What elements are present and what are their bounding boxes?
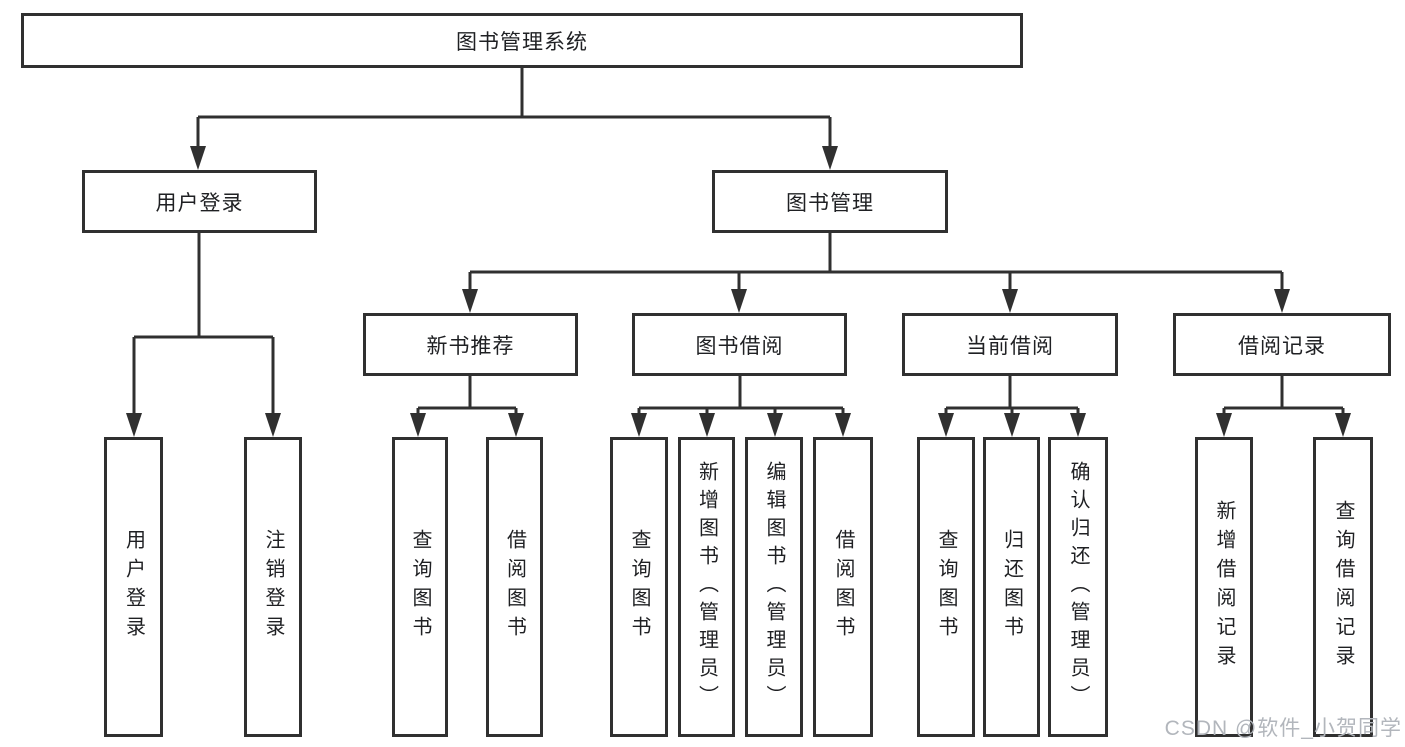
arrowhead-icon	[126, 413, 142, 437]
node-current-borrowing-label: 当前借阅	[966, 334, 1054, 358]
node-book-management: 图书管理	[712, 170, 948, 233]
leaf-logout: 注销登录	[244, 437, 302, 737]
leaf-borrow-books-2: 借阅图书	[813, 437, 873, 737]
arrowhead-icon	[835, 413, 851, 437]
arrowhead-icon	[699, 413, 715, 437]
leaf-confirm-return-admin-label: 确认归还（管理员）	[1067, 461, 1089, 713]
node-book-borrowing-label: 图书借阅	[695, 334, 784, 358]
leaf-query-books-1-label: 查询图书	[409, 529, 431, 645]
arrowhead-icon	[1216, 413, 1232, 437]
arrowhead-icon	[1004, 413, 1020, 437]
arrowhead-icon	[938, 413, 954, 437]
node-library-system-label: 图书管理系统	[456, 30, 588, 54]
arrowhead-icon	[822, 146, 838, 170]
leaf-edit-books-admin: 编辑图书（管理员）	[745, 437, 803, 737]
leaf-query-books-3: 查询图书	[917, 437, 975, 737]
leaf-user-login: 用户登录	[104, 437, 163, 737]
leaf-query-borrow-record: 查询借阅记录	[1313, 437, 1373, 737]
leaf-query-books-2-label: 查询图书	[628, 529, 650, 645]
leaf-add-books-admin-label: 新增图书（管理员）	[695, 461, 718, 713]
node-book-management-label: 图书管理	[786, 191, 874, 215]
leaf-query-borrow-record-label: 查询借阅记录	[1332, 500, 1354, 674]
leaf-query-books-2: 查询图书	[610, 437, 668, 737]
leaf-query-books-1: 查询图书	[392, 437, 448, 737]
node-borrowing-records-label: 借阅记录	[1238, 334, 1326, 358]
arrowhead-icon	[508, 413, 524, 437]
leaf-confirm-return-admin: 确认归还（管理员）	[1048, 437, 1108, 737]
arrowhead-icon	[631, 413, 647, 437]
arrowhead-icon	[1274, 289, 1290, 313]
leaf-borrow-books-1-label: 借阅图书	[503, 529, 526, 645]
node-borrowing-records: 借阅记录	[1173, 313, 1391, 376]
arrowhead-icon	[462, 289, 478, 313]
leaf-add-borrow-record-label: 新增借阅记录	[1213, 500, 1235, 674]
leaf-query-books-3-label: 查询图书	[935, 529, 957, 645]
leaf-borrow-books-2-label: 借阅图书	[832, 529, 854, 645]
leaf-return-books-label: 归还图书	[1000, 529, 1023, 645]
node-current-borrowing: 当前借阅	[902, 313, 1118, 376]
arrowhead-icon	[1002, 289, 1018, 313]
leaf-user-login-label: 用户登录	[122, 529, 145, 645]
leaf-logout-label: 注销登录	[262, 529, 284, 645]
arrowhead-icon	[190, 146, 206, 170]
node-book-borrowing: 图书借阅	[632, 313, 847, 376]
arrowhead-icon	[767, 413, 783, 437]
leaf-add-borrow-record: 新增借阅记录	[1195, 437, 1253, 737]
node-library-system: 图书管理系统	[21, 13, 1023, 68]
arrowhead-icon	[410, 413, 426, 437]
leaf-edit-books-admin-label: 编辑图书（管理员）	[763, 461, 785, 713]
node-user-login: 用户登录	[82, 170, 317, 233]
leaf-borrow-books-1: 借阅图书	[486, 437, 543, 737]
csdn-watermark: CSDN @软件_小贺同学	[1164, 717, 1402, 740]
leaf-return-books: 归还图书	[983, 437, 1040, 737]
node-new-book-recommend-label: 新书推荐	[426, 334, 515, 358]
arrowhead-icon	[1070, 413, 1086, 437]
node-new-book-recommend: 新书推荐	[363, 313, 578, 376]
arrowhead-icon	[731, 289, 747, 313]
node-user-login-label: 用户登录	[155, 191, 244, 215]
arrowhead-icon	[1335, 413, 1351, 437]
arrowhead-icon	[265, 413, 281, 437]
leaf-add-books-admin: 新增图书（管理员）	[678, 437, 735, 737]
